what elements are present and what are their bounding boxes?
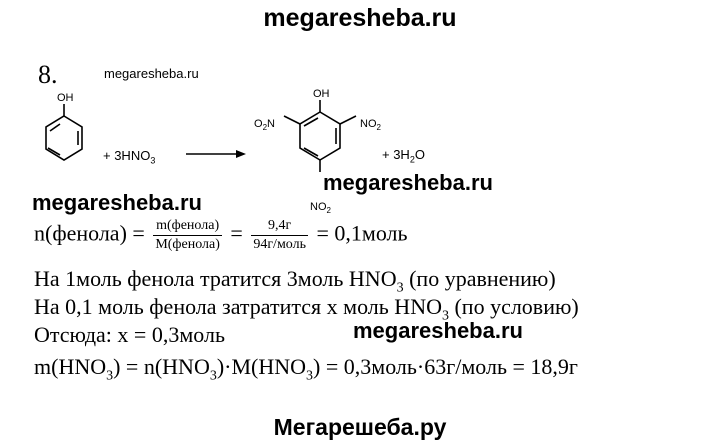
problem-number: 8. <box>38 60 58 89</box>
watermark-top: megaresheba.ru <box>263 4 457 32</box>
watermark-mid: megaresheba.ru <box>323 170 493 195</box>
mass-result-line: m(HNO3) = n(HNO3)·M(HNO3) = 0,3моль·63г/… <box>34 354 578 384</box>
watermark-bottom: Мегарешеба.ру <box>273 414 447 440</box>
watermark-small: megaresheba.ru <box>104 66 199 81</box>
watermark-right: megaresheba.ru <box>353 318 523 343</box>
no2-right-label: NO2 <box>360 118 382 132</box>
watermark-left: megaresheba.ru <box>32 190 202 215</box>
phenol-oh-label: OH <box>57 92 74 104</box>
x-result-line: Отсюда: x = 0,3моль <box>34 322 225 347</box>
reagent-hno3: + 3HNO3 <box>103 148 156 166</box>
ratio-condition-line: На 0,1 моль фенола затратится x моль HNO… <box>34 294 579 324</box>
no2-bottom-label: NO2 <box>310 201 332 215</box>
o2n-label: O2N <box>254 118 275 132</box>
reaction-scheme: OH OH O2N NO2 NO2 <box>45 88 382 215</box>
byproduct-water: + 3H2O <box>382 147 425 165</box>
picric-oh-label: OH <box>313 88 330 100</box>
phenol-structure <box>45 104 83 161</box>
picric-acid-structure <box>283 100 357 172</box>
ratio-equation-line: На 1моль фенола тратится 3моль HNO3 (по … <box>34 266 556 296</box>
reaction-arrow <box>186 150 246 158</box>
fraction-mass-over-molar-mass: m(фенола)M(фенола) <box>153 218 222 252</box>
